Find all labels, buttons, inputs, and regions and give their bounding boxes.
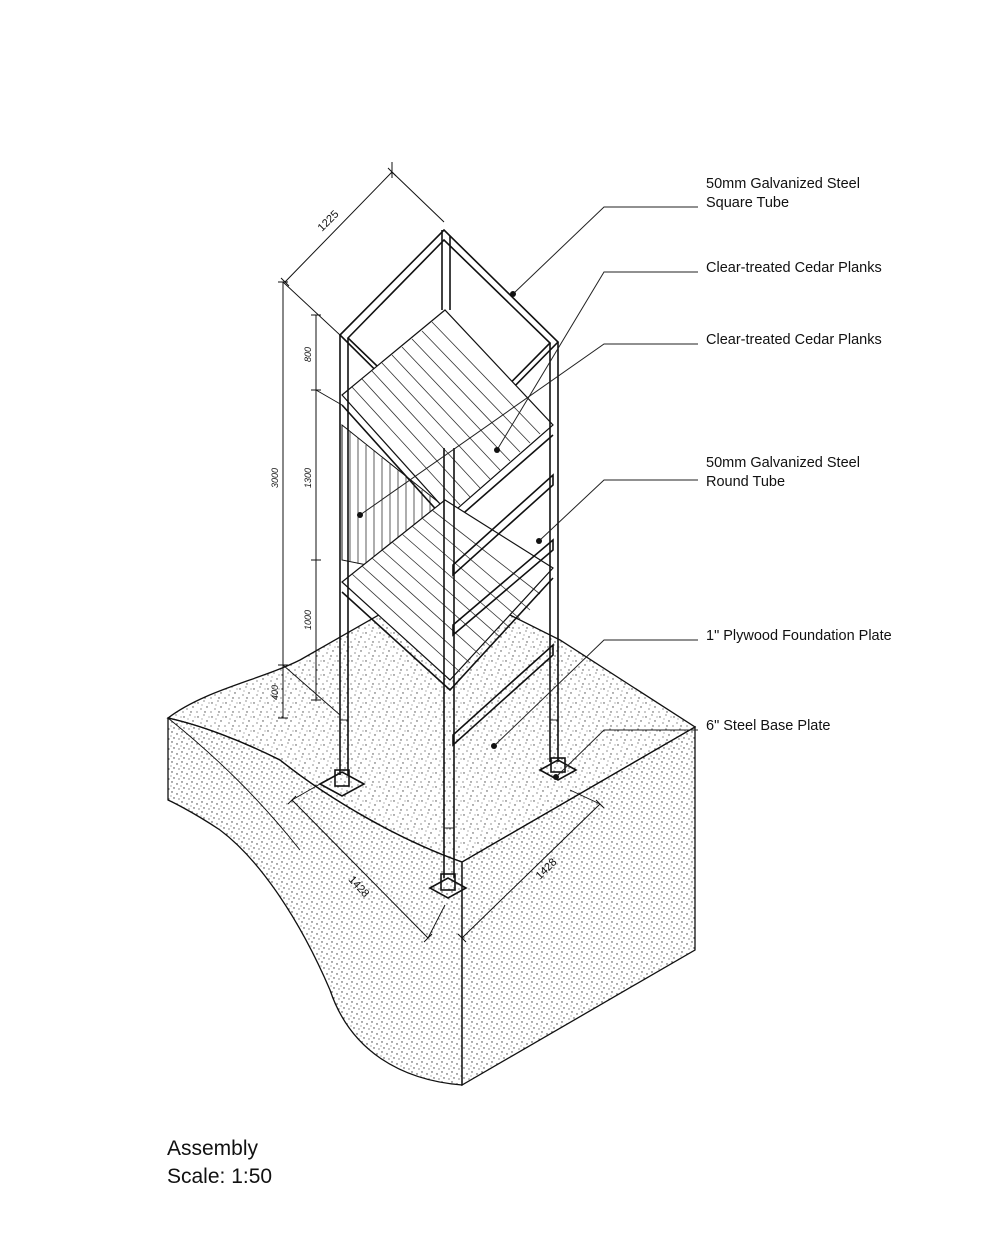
dim-overall-height: 3000 [270, 468, 280, 488]
foundation-left-face [167, 717, 463, 1086]
callout-round-tube-line2: Round Tube [706, 474, 785, 490]
leader-steel-base-plate [555, 729, 698, 778]
dim-seg-top: 800 [303, 347, 313, 362]
leader-plywood-plate [493, 639, 698, 747]
tower-frame [338, 228, 560, 878]
callout-leaders [357, 206, 698, 780]
leader-square-tube [512, 206, 698, 295]
callout-round-tube-line1: 50mm Galvanized Steel [706, 455, 860, 471]
dim-seg-bottom: 400 [270, 685, 280, 700]
callout-plywood-plate: 1" Plywood Foundation Plate [706, 628, 892, 644]
drawing-scale: Scale: 1:50 [167, 1165, 272, 1188]
foundation-right-face [461, 725, 696, 1087]
concrete-foundation-block [166, 579, 697, 1087]
drawing-title: Assembly [167, 1137, 259, 1160]
top-dimension-line [280, 162, 445, 287]
lower-deck-planks [351, 509, 541, 673]
callout-cedar-planks-1: Clear-treated Cedar Planks [706, 260, 882, 276]
base-dimension-lines [287, 783, 605, 943]
foundation-edge-curve [167, 717, 301, 851]
lower-deck [341, 499, 554, 681]
upper-deck-planks [351, 321, 541, 506]
leader-round-tube [538, 479, 698, 542]
callout-square-tube-line2: Square Tube [706, 195, 789, 211]
upper-deck [341, 309, 554, 516]
callout-square-tube-line1: 50mm Galvanized Steel [706, 176, 860, 192]
callout-steel-base-plate: 6" Steel Base Plate [706, 718, 830, 734]
leader-cedar-upper [496, 271, 698, 451]
callout-cedar-planks-2: Clear-treated Cedar Planks [706, 332, 882, 348]
dim-seg-lower: 1000 [303, 610, 313, 630]
dim-top-width: 1225 [316, 208, 342, 234]
dim-seg-mid: 1300 [303, 468, 313, 488]
vertical-dimension-lines [278, 281, 343, 719]
leader-cedar-side [359, 343, 698, 516]
steel-base-plates [318, 757, 578, 899]
